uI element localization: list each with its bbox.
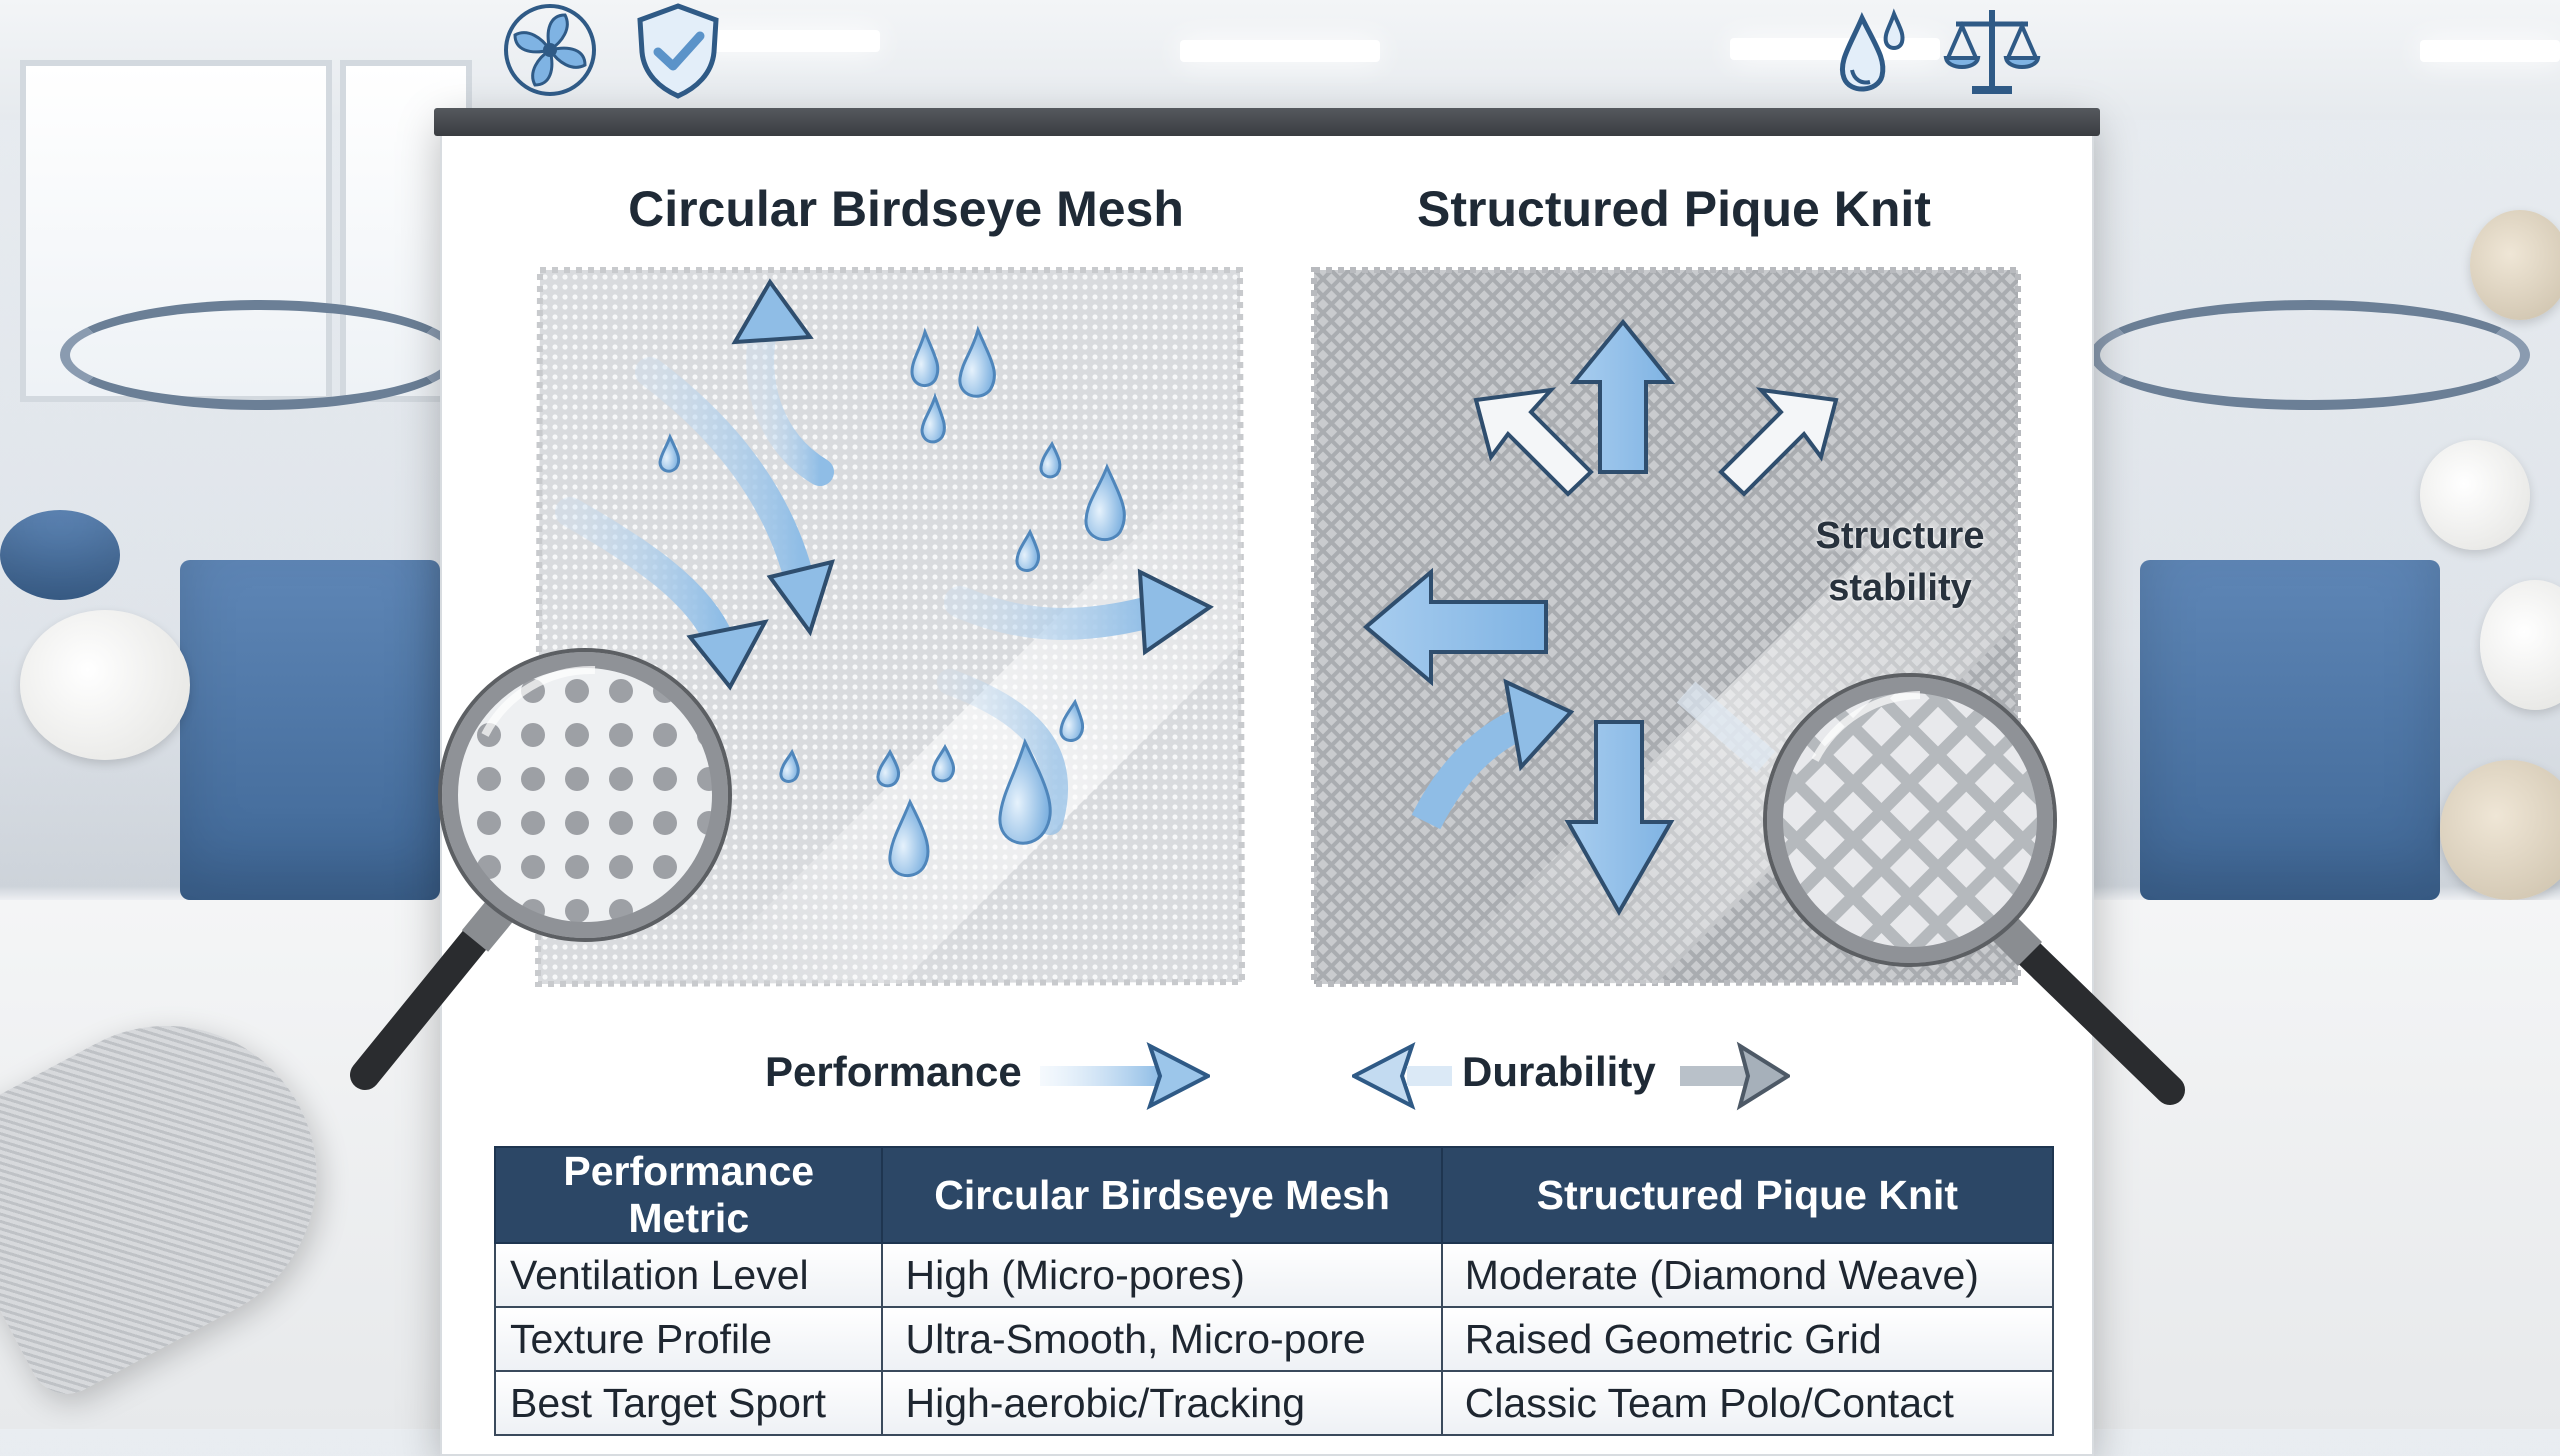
ceiling-light [690, 30, 880, 52]
table-row: Ventilation Level High (Micro-pores) Mod… [493, 1242, 2055, 1308]
header-performance-metric: Performance Metric [493, 1146, 884, 1244]
fabric-roll [2480, 580, 2560, 710]
fabric-roll [2440, 760, 2560, 900]
table-cell-metric: Texture Profile [493, 1306, 884, 1372]
fabric-roll [2470, 210, 2560, 320]
knitting-machine [180, 560, 440, 900]
ceiling-light [1180, 40, 1380, 62]
table-cell-metric: Ventilation Level [493, 1242, 884, 1308]
table-cell-birdseye: Ultra-Smooth, Micro-pore [881, 1306, 1443, 1372]
table-cell-birdseye: High-aerobic/Tracking [881, 1370, 1443, 1436]
board-rail [434, 108, 2100, 136]
water-drops-icon [1820, 0, 1920, 100]
heading-pique-knit: Structured Pique Knit [1417, 181, 1931, 237]
table-cell-pique: Classic Team Polo/Contact [1440, 1370, 2055, 1436]
performance-label: Performance [765, 1048, 1022, 1095]
balance-scale-icon [1942, 0, 2042, 100]
magnifier-icon [1740, 670, 2210, 1130]
knitting-machine [2140, 560, 2440, 900]
durability-label: Durability [1462, 1048, 1656, 1095]
table-cell-pique: Raised Geometric Grid [1440, 1306, 2055, 1372]
fabric-roll-blue [0, 510, 120, 600]
table-cell-metric: Best Target Sport [493, 1370, 884, 1436]
comparison-table: Performance Metric Circular Birdseye Mes… [493, 1146, 2055, 1436]
fan-icon [500, 0, 600, 100]
fabric-roll [20, 610, 190, 760]
heading-birdseye-mesh: Circular Birdseye Mesh [628, 181, 1184, 237]
header-pique-knit: Structured Pique Knit [1440, 1146, 2055, 1244]
shield-check-icon [628, 0, 728, 100]
fabric-roll [2420, 440, 2530, 550]
airflow-arrow-icon [1040, 1040, 1210, 1112]
table-row: Texture Profile Ultra-Smooth, Micro-pore… [493, 1306, 2055, 1372]
structure-stability-line2: stability [1828, 567, 1972, 609]
airflow-arrow-icon [1352, 1040, 1452, 1112]
structure-stability-line1: Structure [1815, 515, 1985, 557]
magnifier-icon [335, 625, 795, 1095]
table-cell-birdseye: High (Micro-pores) [881, 1242, 1443, 1308]
knitting-machine-ring [60, 300, 460, 410]
ceiling-light [2420, 40, 2560, 62]
structure-stability-label: Structure stability [1770, 510, 2030, 614]
table-cell-pique: Moderate (Diamond Weave) [1440, 1242, 2055, 1308]
table-header-row: Performance Metric Circular Birdseye Mes… [493, 1146, 2055, 1244]
table-row: Best Target Sport High-aerobic/Tracking … [493, 1370, 2055, 1436]
knitting-machine-ring [2090, 300, 2530, 410]
airflow-arrow-icon [1680, 1040, 1790, 1112]
header-birdseye-mesh: Circular Birdseye Mesh [881, 1146, 1443, 1244]
